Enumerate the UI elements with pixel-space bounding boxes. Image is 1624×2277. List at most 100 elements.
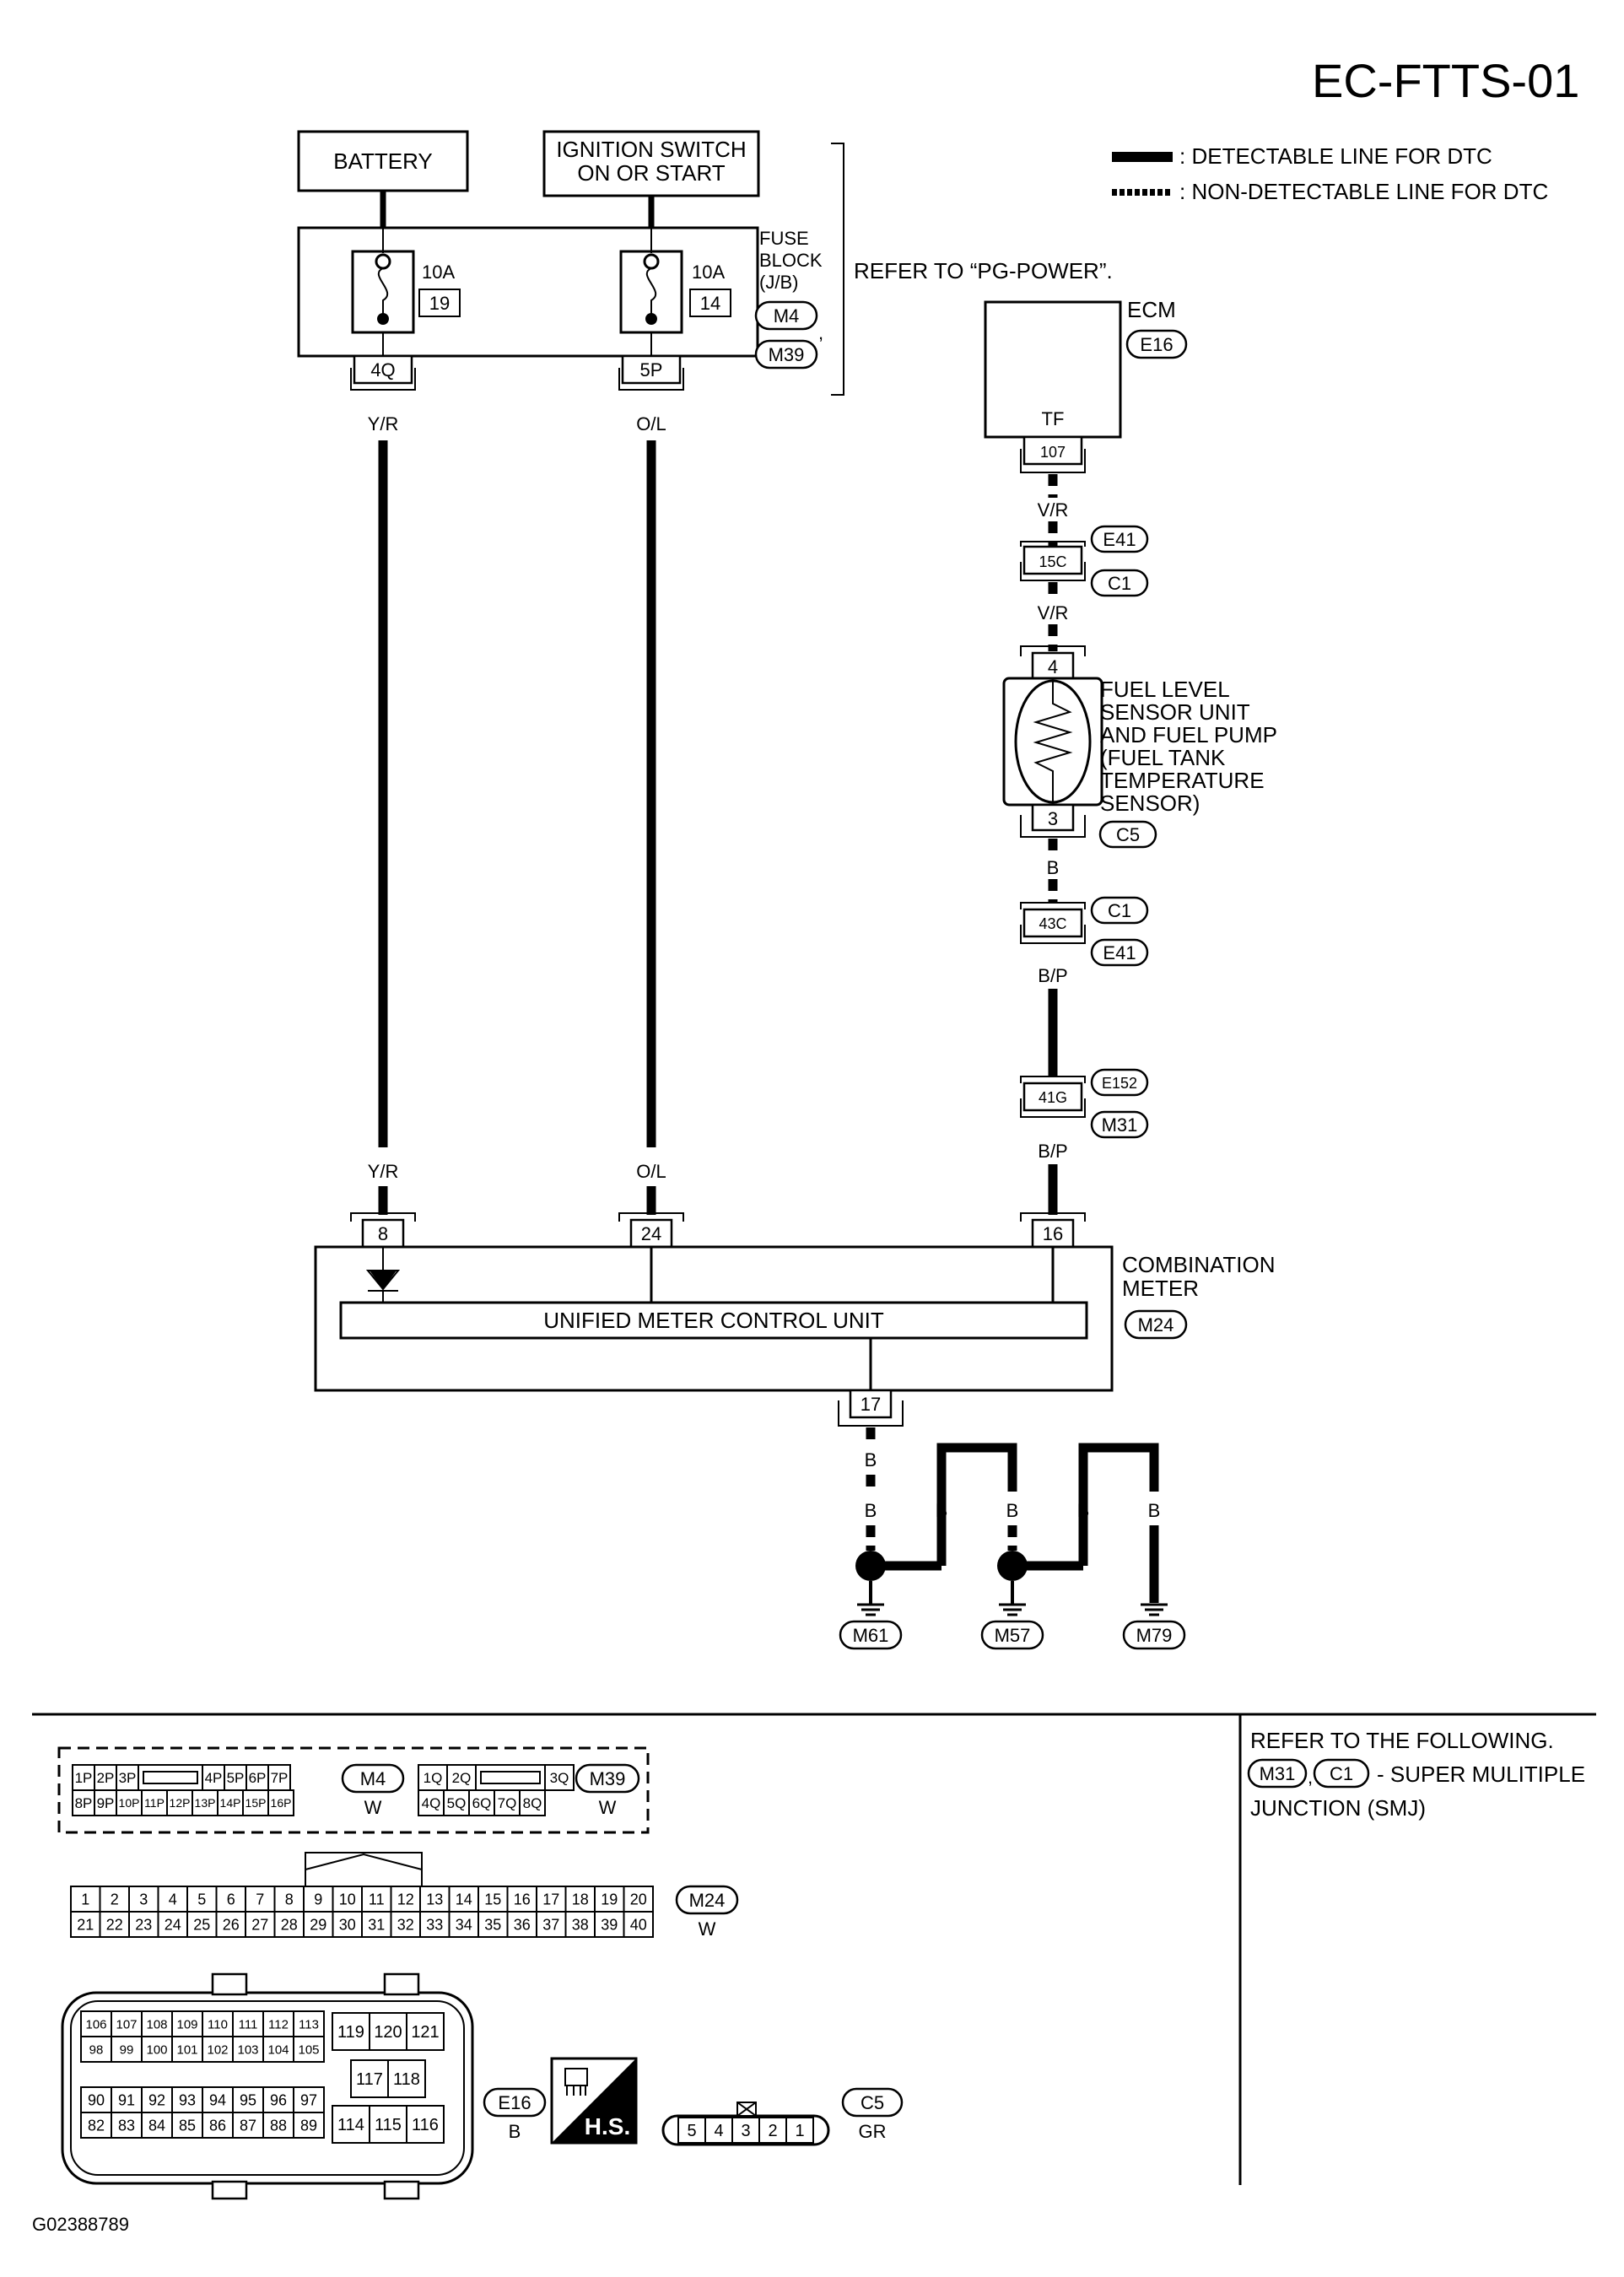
ground-wire-b-3: B — [936, 1500, 948, 1521]
m4-pin-label: 6P — [249, 1770, 267, 1786]
m24-pin-label: 31 — [368, 1916, 385, 1933]
wire-vr-1: V/R — [1038, 499, 1069, 521]
ecm-terminal-tf: TF — [1042, 408, 1065, 429]
m24-pin-label: 13 — [426, 1891, 443, 1907]
m4-pin-label: 13P — [195, 1796, 216, 1810]
m4-connector-id-pill — [341, 1763, 405, 1794]
conn-m31: M31 — [1102, 1114, 1138, 1136]
e16-pin — [262, 2112, 294, 2139]
svg-text:43C: 43C — [1039, 915, 1066, 932]
wire-vr-2: V/R — [1038, 602, 1069, 623]
diode-icon — [365, 1247, 401, 1303]
m24-pin-label: 37 — [542, 1916, 559, 1933]
m24-pin-label: 23 — [135, 1916, 152, 1933]
m24-pin-label: 36 — [514, 1916, 531, 1933]
m24-pin — [99, 1886, 130, 1913]
m39-pin-label: 8Q — [523, 1795, 542, 1811]
meter-label-1: COMBINATION — [1122, 1252, 1276, 1277]
m24-pin-label: 8 — [285, 1891, 294, 1907]
m39-connector-id: M39 — [590, 1768, 626, 1789]
pin-15c: 15C — [1020, 541, 1086, 581]
e16-pin-label: 86 — [209, 2117, 226, 2134]
c5-pin-label: 3 — [741, 2122, 750, 2140]
refer-following: REFER TO THE FOLLOWING. — [1250, 1728, 1554, 1753]
m39-pin-label: 3Q — [550, 1770, 569, 1786]
refer-pg-power: REFER TO “PG-POWER”. — [854, 258, 1113, 283]
conn-e152: E152 — [1102, 1075, 1137, 1092]
ecm-label: ECM — [1127, 297, 1176, 322]
e16-pin-label: 118 — [393, 2070, 420, 2089]
c5-connector-id-pill — [841, 2087, 904, 2118]
ground-wire-b-2: B — [865, 1500, 877, 1521]
e16-pin-label: 84 — [148, 2117, 165, 2134]
m24-pin-label: 2 — [111, 1891, 119, 1907]
sensor-label-3: AND FUEL PUMP — [1100, 722, 1277, 747]
fuse-block-label-3: (J/B) — [759, 272, 798, 293]
sensor-label-2: SENSOR UNIT — [1100, 699, 1250, 725]
e16-pin-label: 106 — [85, 2017, 106, 2031]
m4-pin — [166, 1789, 193, 1816]
m24-pin — [477, 1911, 509, 1938]
m24-pin — [186, 1911, 218, 1938]
e16-pin-label: 95 — [240, 2091, 256, 2108]
e16-pin-label: 92 — [148, 2091, 165, 2108]
conn-m39: M39 — [769, 344, 805, 365]
e16-pin-label: 119 — [337, 2023, 364, 2042]
m4-pin-label: 9P — [97, 1795, 115, 1811]
m39-pin-label: 1Q — [424, 1770, 443, 1786]
ground-m79: M79 — [1136, 1625, 1173, 1646]
e16-pin — [111, 2036, 143, 2063]
e16-pin-label: 104 — [267, 2042, 289, 2057]
e16-connector-id-pill — [483, 2087, 547, 2118]
m39-pin-label: 5Q — [447, 1795, 467, 1811]
m24-pin — [594, 1886, 625, 1913]
m4-pin-label: 7P — [271, 1770, 289, 1786]
svg-text:107: 107 — [1040, 444, 1066, 461]
ignition-label-1: IGNITION SWITCH — [556, 137, 746, 162]
figure-id: G02388789 — [32, 2214, 129, 2235]
e16-pin-label: 97 — [300, 2091, 317, 2108]
c5-pin-label: 5 — [687, 2122, 696, 2140]
pin-24: 24 — [618, 1212, 684, 1249]
e16-pin-label: 107 — [116, 2017, 137, 2031]
m24-pin-label: 17 — [542, 1891, 559, 1907]
m24-pin-label: 18 — [572, 1891, 589, 1907]
hs-label: H.S. — [585, 2113, 630, 2139]
conn-m4: M4 — [774, 305, 800, 326]
resistor-icon — [1033, 680, 1073, 803]
m24-pin — [361, 1911, 392, 1938]
m24-color: W — [699, 1918, 716, 1940]
m4-pin — [242, 1789, 269, 1816]
wire-ol-bottom: O/L — [636, 1161, 666, 1182]
e16-pin-label: 113 — [299, 2017, 319, 2031]
m24-pin-label: 35 — [484, 1916, 501, 1933]
svg-text:,: , — [1308, 1767, 1313, 1788]
m4-connector-id: M4 — [360, 1768, 386, 1789]
wire-bp-1: B/P — [1038, 965, 1067, 986]
e16-pin-label: 90 — [88, 2091, 105, 2108]
m39-pin-label: 6Q — [472, 1795, 492, 1811]
ground-m57-icon — [999, 1581, 1026, 1616]
e16-pin-label: 112 — [268, 2017, 289, 2031]
m24-pin-label: 20 — [630, 1891, 647, 1907]
m24-pin-label: 25 — [193, 1916, 210, 1933]
m24-pin-label: 7 — [256, 1891, 264, 1907]
c5-pin — [785, 2117, 814, 2144]
wire-yr-bottom: Y/R — [368, 1161, 399, 1182]
e16-pin-label: 109 — [176, 2017, 197, 2031]
e16-pin — [387, 2059, 426, 2098]
m24-pin-label: 27 — [251, 1916, 268, 1933]
m24-pin-label: 14 — [456, 1891, 472, 1907]
m24-pin — [157, 1911, 188, 1938]
ground-wire-b-5: B — [1077, 1500, 1090, 1521]
e16-pin-label: 85 — [179, 2117, 196, 2134]
m4-pin-label: 4P — [205, 1770, 223, 1786]
svg-text:,: , — [818, 322, 823, 343]
m39-pin — [519, 1789, 546, 1816]
m24-pin-label: 24 — [165, 1916, 181, 1933]
conn-c1-a: C1 — [1108, 573, 1131, 594]
m39-pin — [418, 1789, 445, 1816]
